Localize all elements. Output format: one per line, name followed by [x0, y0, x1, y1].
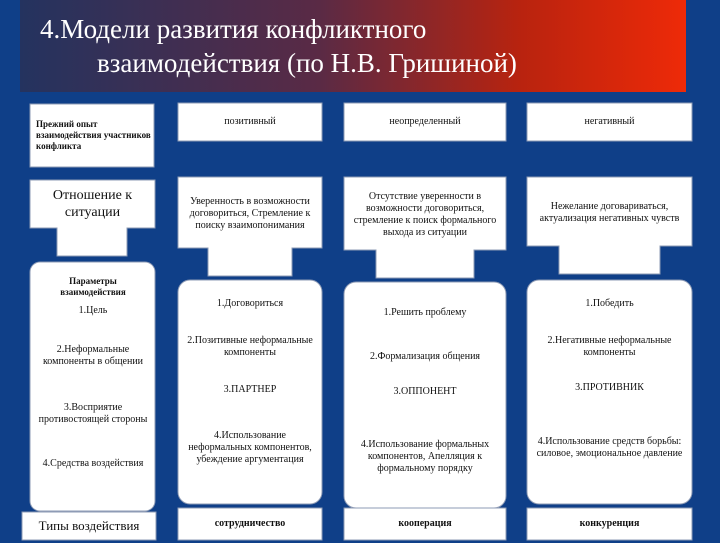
goal-uncertain: 1.Решить проблему — [383, 307, 467, 318]
header-uncertain: неопределенный — [389, 116, 461, 127]
attitude-arrow-positive — [177, 176, 323, 277]
param-means-label: 4.Средства воздействия — [42, 458, 144, 469]
slide-title-line-2: взаимодействия (по Н.В. Гришиной) — [97, 48, 517, 78]
param-informal-label: 2.Неформальные компоненты в общении — [42, 344, 144, 367]
strategy-uncertain: кооперация — [398, 518, 452, 529]
strategy-box-negative — [526, 507, 693, 541]
means-negative: 4.Использование средств борьбы: силовое,… — [536, 436, 683, 459]
informal-uncertain: 2.Формализация общения — [369, 351, 481, 362]
types-label: Типы воздействия — [38, 518, 140, 533]
param-goal-label: 1.Цель — [78, 305, 108, 316]
attitude-uncertain: Отсутствие уверенности в возможности дог… — [353, 191, 497, 238]
strategy-box-uncertain — [343, 507, 507, 541]
informal-positive: 2.Позитивные неформальные компоненты — [187, 335, 313, 358]
means-uncertain: 4.Использование формальных компонентов, … — [360, 439, 490, 474]
header-box-negative — [526, 102, 693, 142]
strategy-box-positive — [177, 507, 323, 541]
header-box-uncertain — [343, 102, 507, 142]
attitude-positive: Уверенность в возможности договориться, … — [189, 196, 311, 231]
parameters-block — [29, 261, 156, 512]
attitude-negative: Нежелание договариваться, актуализация н… — [539, 201, 680, 224]
experience-box — [29, 103, 155, 168]
diagram-arrows — [21, 102, 693, 541]
title-banner: 4.Модели развития конфликтного взаимодей… — [20, 0, 686, 92]
strategy-positive: сотрудничество — [214, 518, 286, 529]
goal-negative: 1.Победить — [585, 298, 634, 309]
attitude-label: Отношение к ситуации — [52, 188, 133, 220]
perception-uncertain: 3.ОППОНЕНТ — [393, 386, 457, 397]
perception-positive: 3.ПАРТНЕР — [223, 384, 277, 395]
types-box — [21, 511, 157, 541]
attitude-arrow-left — [29, 179, 156, 257]
experience-label: Прежний опыт взаимодействия участников к… — [36, 119, 151, 151]
param-perception-label: 3.Восприятие противостоящей стороны — [38, 402, 148, 425]
header-box-positive — [177, 102, 323, 142]
informal-negative: 2.Негативные неформальные компоненты — [547, 335, 672, 358]
means-positive: 4.Использование неформальных компонентов… — [188, 430, 312, 465]
header-positive: позитивный — [224, 116, 276, 127]
parameters-head: Параметры взаимодействия — [60, 276, 126, 297]
header-negative: негативный — [584, 116, 635, 127]
params-block-negative — [526, 279, 693, 505]
attitude-arrow-negative — [526, 176, 693, 275]
slide-title-line-1: 4.Модели развития конфликтного — [40, 14, 427, 44]
params-block-positive — [177, 279, 323, 505]
attitude-arrow-uncertain — [343, 176, 507, 279]
perception-negative: 3.ПРОТИВНИК — [575, 382, 644, 393]
goal-positive: 1.Договориться — [216, 298, 284, 309]
strategy-negative: конкуренция — [579, 518, 640, 529]
